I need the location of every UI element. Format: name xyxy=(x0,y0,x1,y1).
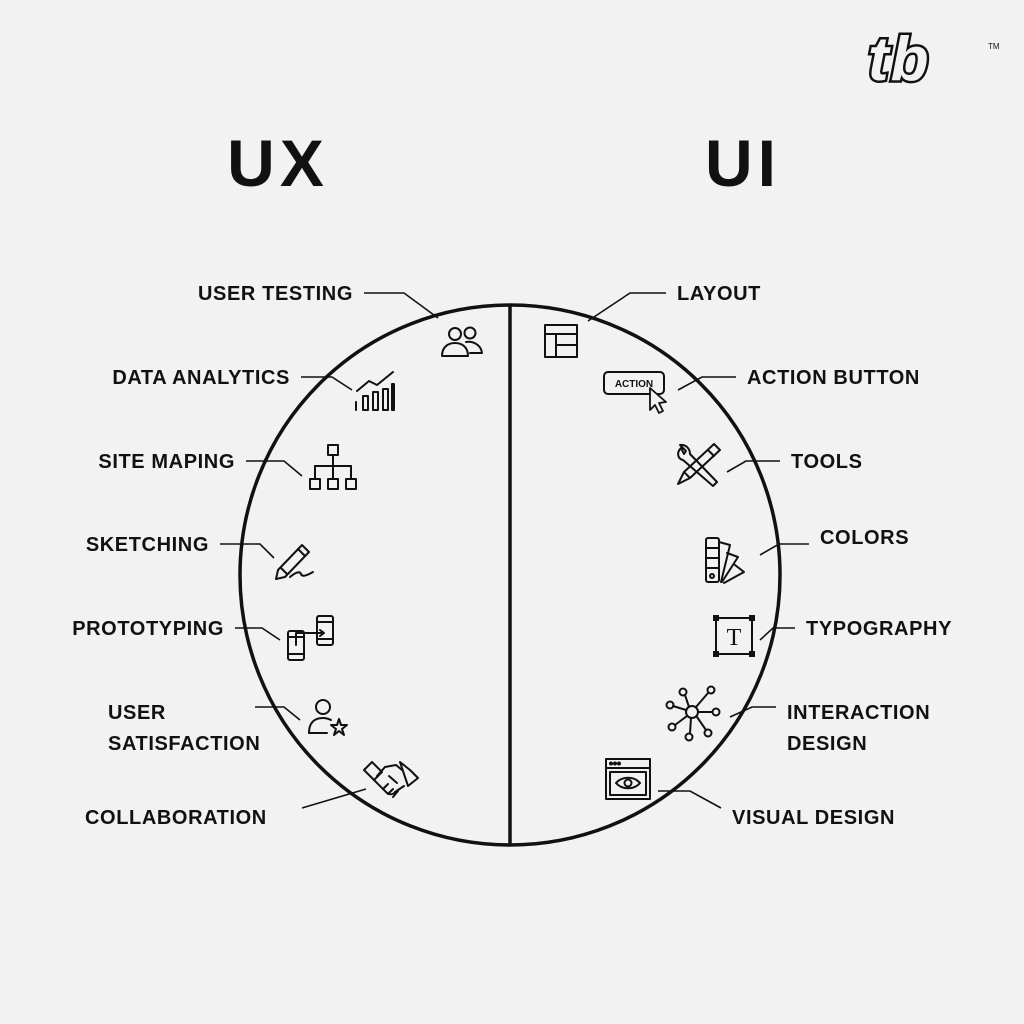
ui-label-action-button: ACTION BUTTON xyxy=(747,367,920,389)
typography-icon: T xyxy=(713,615,755,657)
color-swatches-icon xyxy=(705,537,745,584)
ux-label-data-analytics: DATA ANALYTICS xyxy=(112,367,290,389)
ui-item-interaction-design: INTERACTION DESIGN xyxy=(665,685,930,755)
layout-icon xyxy=(544,324,578,358)
leader-line xyxy=(301,788,367,809)
leader-line xyxy=(220,543,275,559)
ui-label-tools: TOOLS xyxy=(791,451,863,473)
ui-heading: UI xyxy=(705,126,781,200)
leader-line xyxy=(246,460,303,477)
ui-item-visual-design: VISUAL DESIGN xyxy=(605,758,895,829)
brand-logo: tb TM xyxy=(866,23,1000,97)
ux-item-prototyping: PROTOTYPING xyxy=(72,615,334,661)
ux-label-user-testing: USER TESTING xyxy=(198,283,353,305)
logo-text: tb xyxy=(868,25,931,94)
leader-line xyxy=(759,543,809,556)
ux-item-sketching: SKETCHING xyxy=(86,534,314,580)
ui-item-colors: COLORS xyxy=(705,527,909,584)
ux-item-collaboration: COLLABORATION xyxy=(85,761,419,829)
leader-line xyxy=(726,460,780,473)
leader-line xyxy=(301,376,353,391)
ui-label-colors: COLORS xyxy=(820,527,909,549)
ux-label-user: USER xyxy=(108,702,166,724)
logo-trademark: TM xyxy=(988,42,1000,51)
user-star-icon xyxy=(308,699,348,736)
ux-item-site-mapping: SITE MAPING xyxy=(98,444,357,490)
ui-item-action-button: ACTION BUTTON ACTION xyxy=(603,367,920,414)
ux-label-sketching: SKETCHING xyxy=(86,534,209,556)
pencil-icon xyxy=(275,544,314,580)
ui-label-design: DESIGN xyxy=(787,733,867,755)
leader-line xyxy=(587,292,666,322)
leader-line xyxy=(658,790,722,809)
leader-line xyxy=(255,706,301,721)
ux-item-data-analytics: DATA ANALYTICS xyxy=(112,367,395,411)
leader-line xyxy=(235,627,281,641)
prototype-devices-icon xyxy=(287,615,334,661)
leader-line xyxy=(364,292,439,319)
ui-item-typography: TYPOGRAPHY T xyxy=(713,615,952,657)
ui-label-visual-design: VISUAL DESIGN xyxy=(732,807,895,829)
ux-heading: UX xyxy=(227,126,329,200)
leader-line xyxy=(677,376,736,391)
handshake-icon xyxy=(363,761,419,798)
visual-design-icon xyxy=(605,758,651,800)
bar-chart-icon xyxy=(355,371,395,411)
typography-icon-text: T xyxy=(727,625,742,651)
users-icon xyxy=(441,326,483,357)
ui-item-layout: LAYOUT xyxy=(544,283,761,358)
cursor-pointer-icon xyxy=(649,387,667,414)
ui-label-typography: TYPOGRAPHY xyxy=(806,618,952,640)
ux-item-user-satisfaction: USER SATISFACTION xyxy=(108,699,348,755)
ux-item-user-testing: USER TESTING xyxy=(198,283,483,357)
ui-label-interaction: INTERACTION xyxy=(787,702,930,724)
sitemap-icon xyxy=(309,444,357,490)
action-button-icon: ACTION xyxy=(603,371,667,414)
leader-line xyxy=(729,706,776,718)
ux-label-collaboration: COLLABORATION xyxy=(85,807,267,829)
ui-label-layout: LAYOUT xyxy=(677,283,761,305)
leader-line xyxy=(759,627,795,641)
ux-label-satisfaction: SATISFACTION xyxy=(108,733,260,755)
ux-label-site-mapping: SITE MAPING xyxy=(98,451,235,473)
ui-item-tools: TOOLS xyxy=(677,443,863,487)
ux-label-prototyping: PROTOTYPING xyxy=(72,618,224,640)
interaction-nodes-icon xyxy=(665,685,721,742)
action-button-icon-text: ACTION xyxy=(615,379,653,390)
tools-icon xyxy=(677,443,721,487)
